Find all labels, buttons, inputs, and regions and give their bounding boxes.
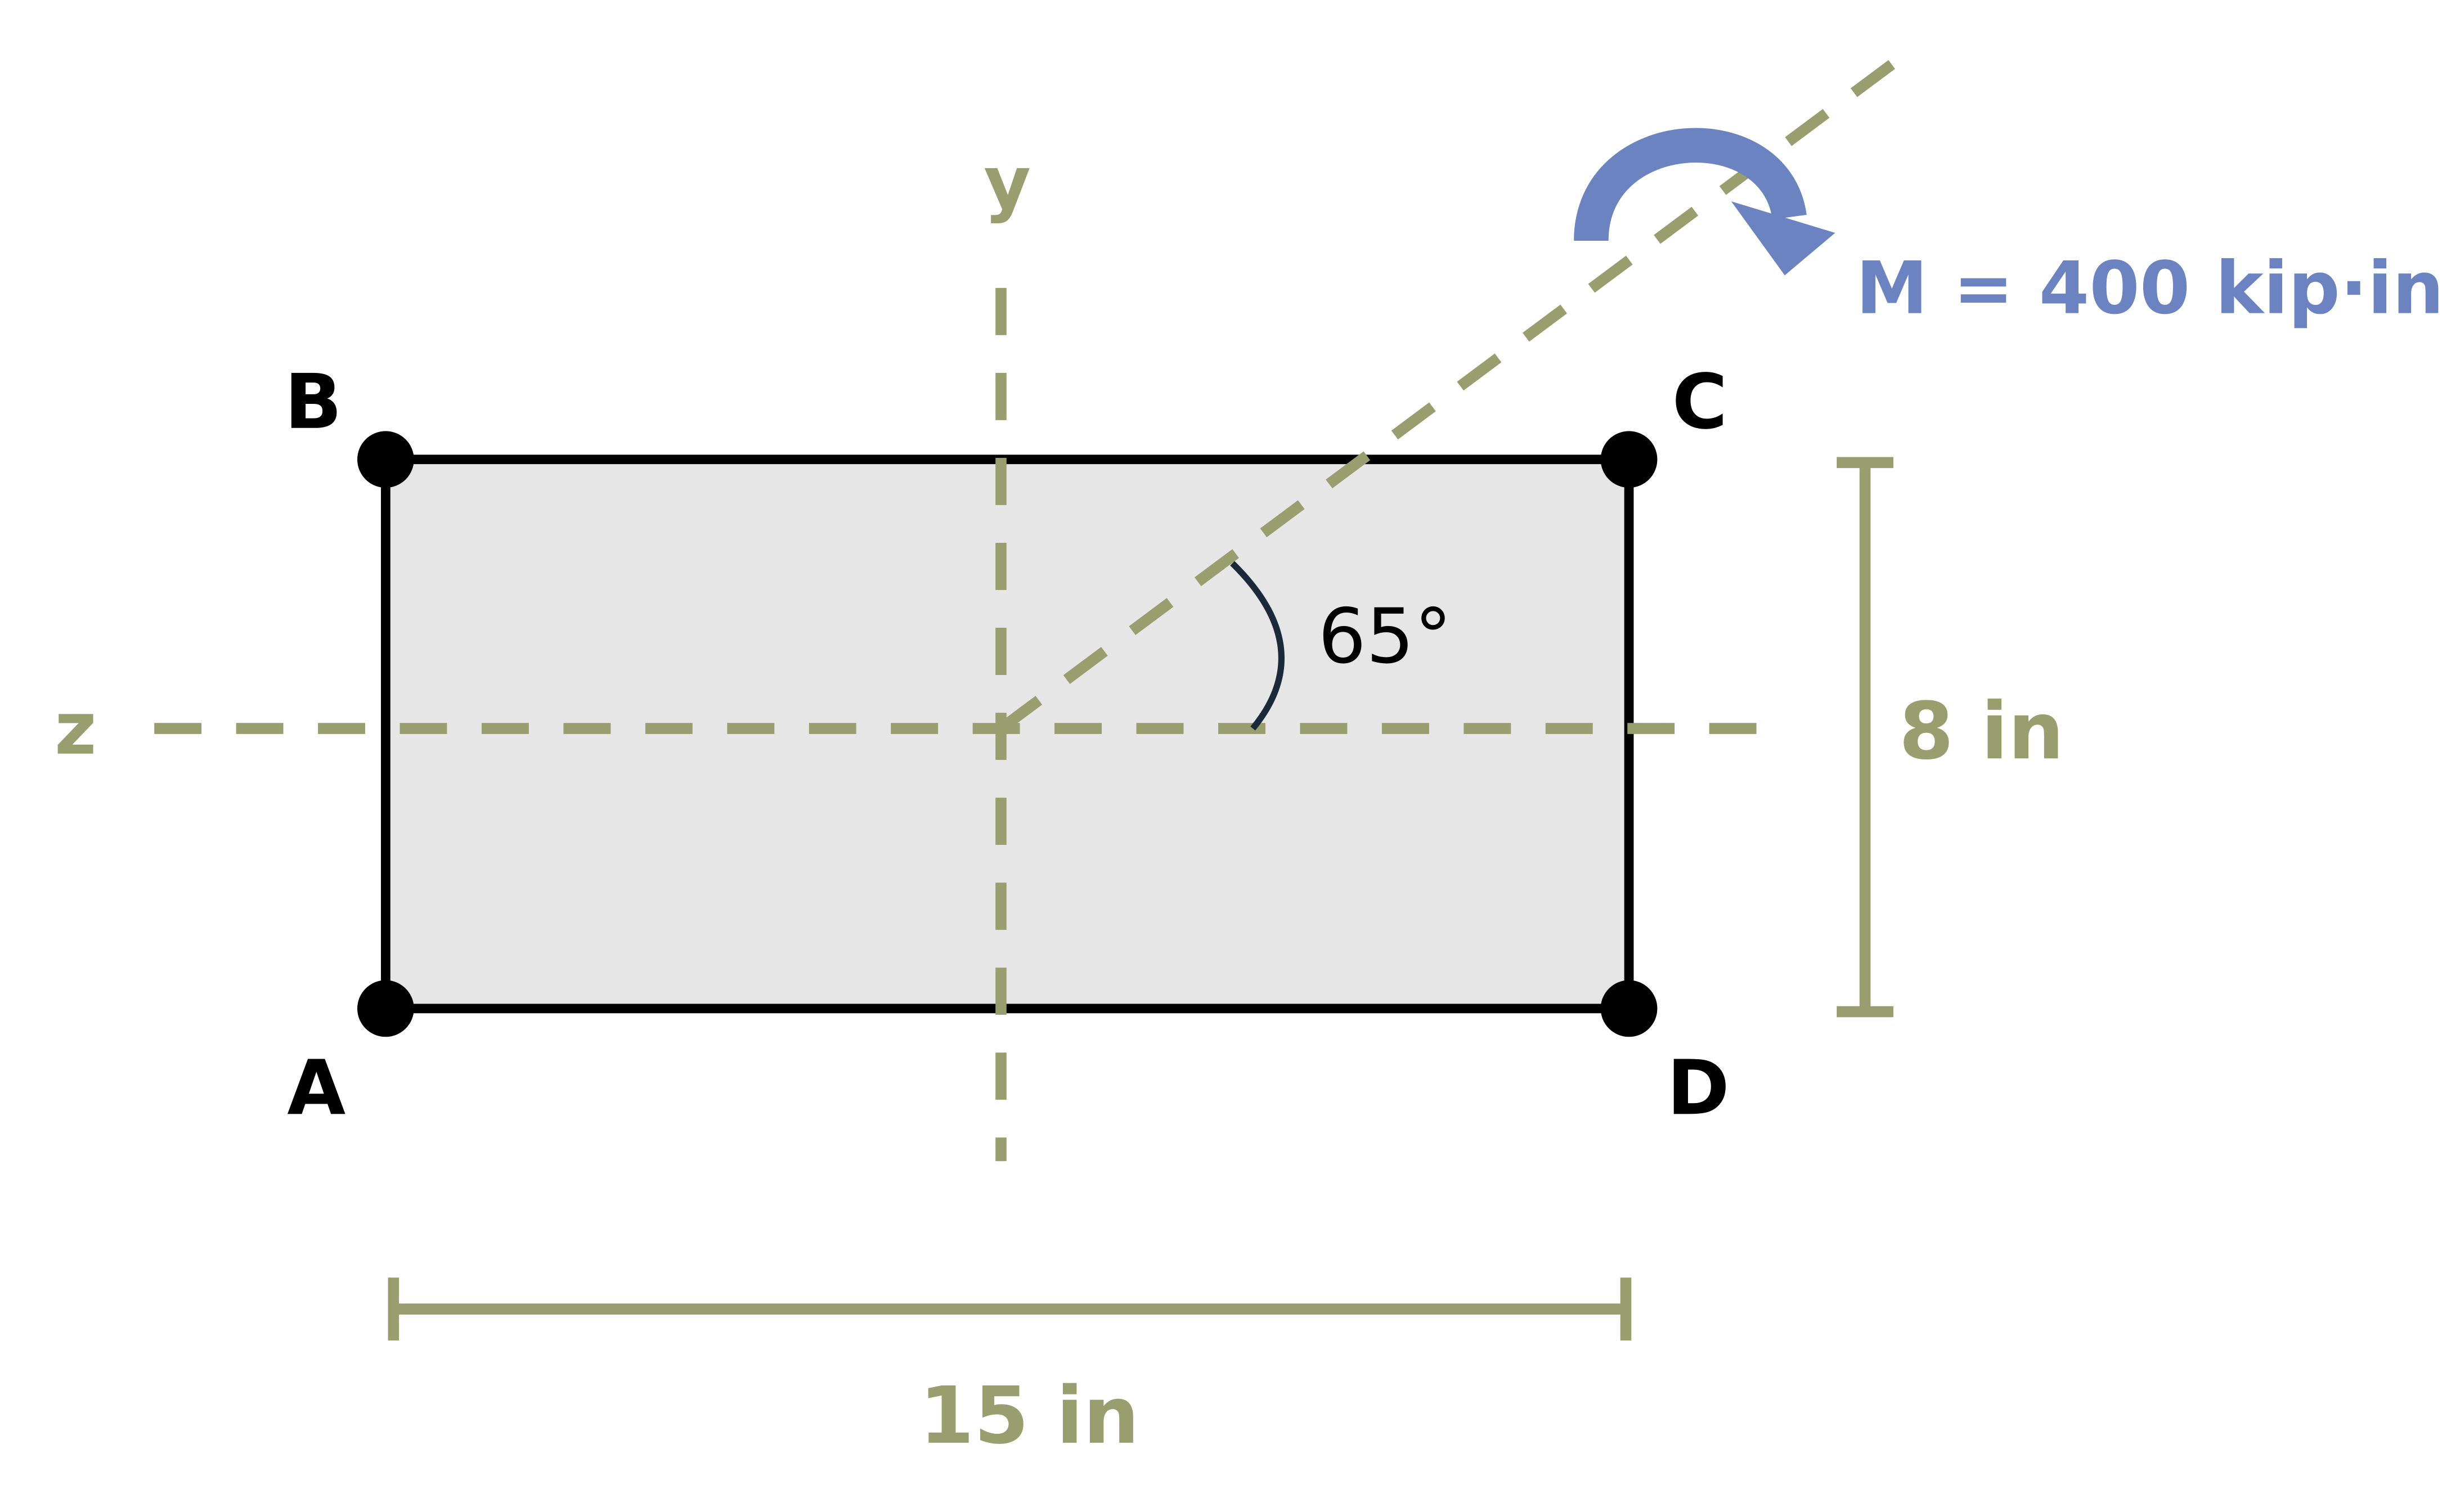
z-axis-label: z: [55, 687, 97, 771]
moment-label: M = 400 kip·in: [1856, 247, 2444, 331]
angle-label: 65°: [1318, 592, 1452, 681]
corner-point-b: [357, 431, 414, 488]
angle-arc: [1230, 561, 1285, 731]
corner-point-d: [1600, 980, 1658, 1037]
height-dimension-label: 8 in: [1899, 685, 2064, 777]
corner-label-d: D: [1667, 1043, 1729, 1132]
curved-arrow-icon: [1574, 128, 1835, 276]
corner-label-c: C: [1672, 358, 1728, 446]
width-dimension: [388, 1277, 1632, 1341]
corner-point-c: [1600, 431, 1658, 488]
corner-point-a: [357, 980, 414, 1037]
corner-label-b: B: [285, 358, 342, 446]
height-dimension: [1837, 457, 1893, 1018]
y-axis-label: y: [984, 141, 1031, 225]
corner-label-a: A: [287, 1043, 345, 1132]
width-dimension-label: 15 in: [919, 1370, 1139, 1461]
